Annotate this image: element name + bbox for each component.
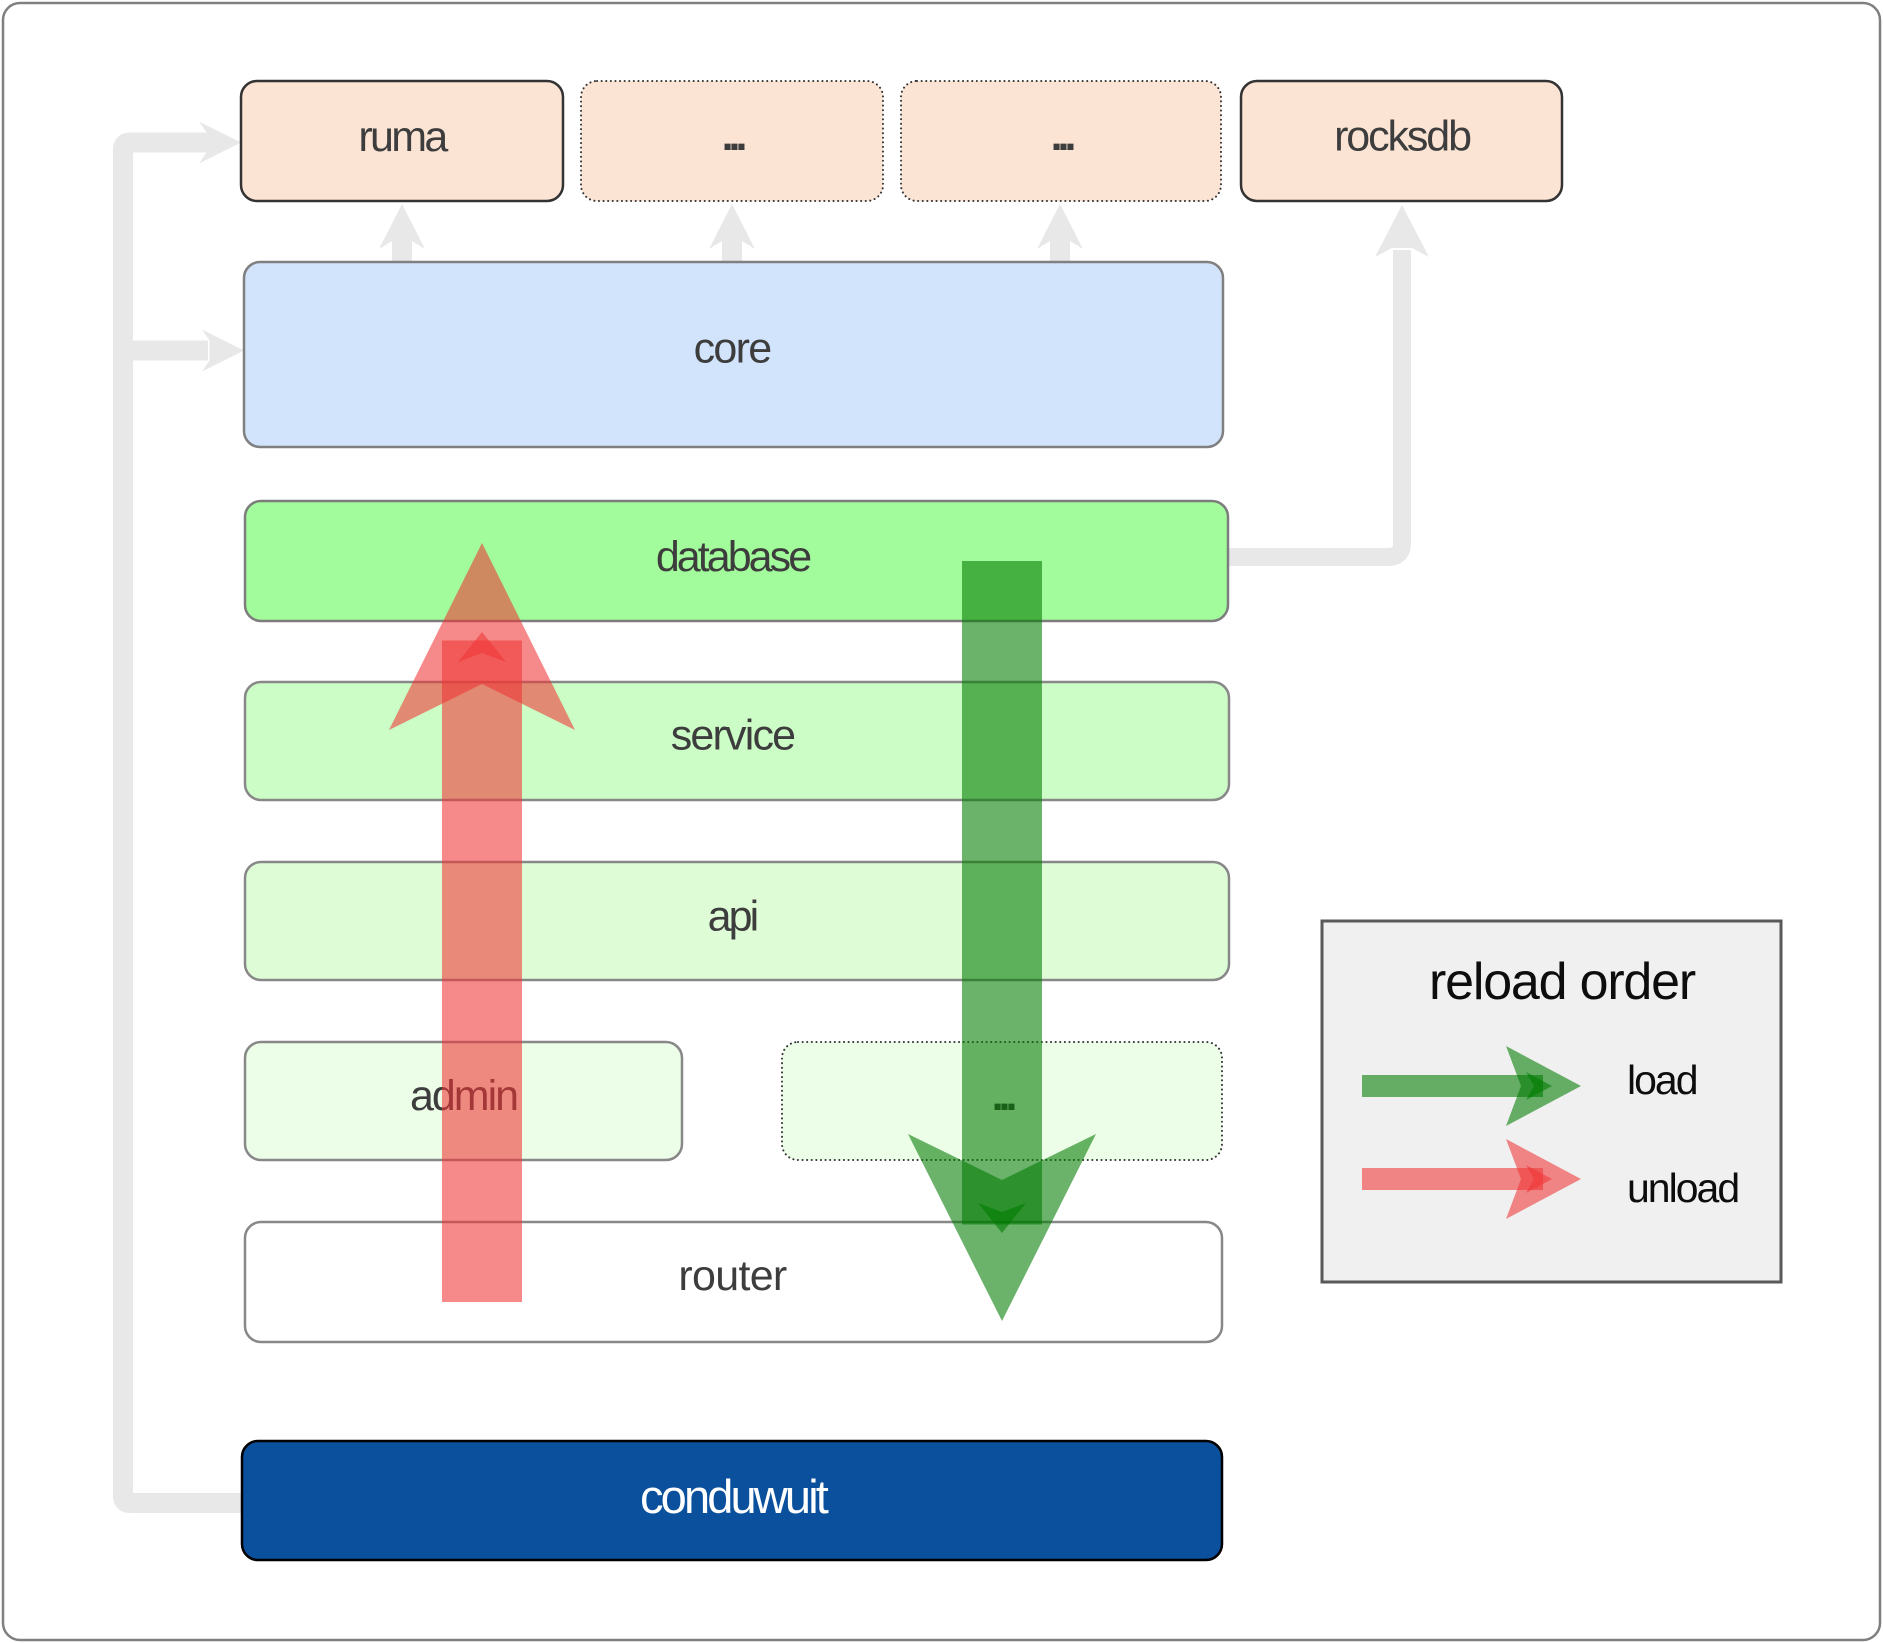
svg-text:ruma: ruma <box>358 113 448 161</box>
svg-text:reload order: reload order <box>1429 953 1696 1011</box>
svg-text:unload: unload <box>1627 1165 1738 1211</box>
svg-text:service: service <box>671 712 795 760</box>
svg-text:database: database <box>656 533 810 581</box>
svg-text:core: core <box>694 325 771 373</box>
svg-text:...: ... <box>1051 112 1074 160</box>
svg-text:router: router <box>678 1252 787 1300</box>
svg-text:conduwuit: conduwuit <box>640 1470 829 1523</box>
svg-text:api: api <box>708 893 757 941</box>
svg-text:rocksdb: rocksdb <box>1334 113 1471 161</box>
svg-text:...: ... <box>722 112 745 160</box>
svg-text:load: load <box>1627 1057 1697 1103</box>
